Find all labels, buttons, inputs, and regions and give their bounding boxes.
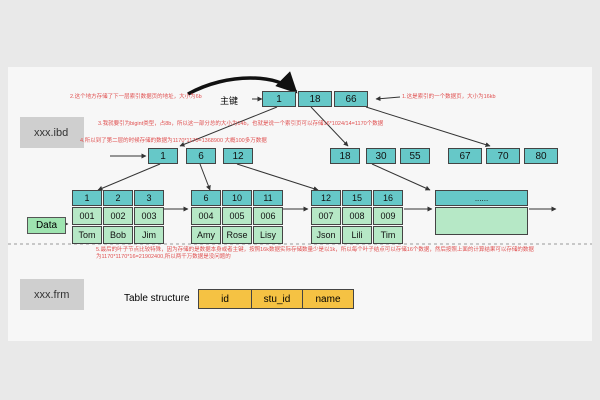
leaf-row-id: 007 bbox=[311, 207, 341, 225]
ibd-file-label: xxx.ibd bbox=[20, 117, 84, 148]
root-key: 18 bbox=[298, 91, 332, 107]
note-bigint-size: 3.我就要引为bigint类型，占8b，所以这一部分总的大小为14b，也就是说一… bbox=[98, 121, 384, 127]
level2-node: 18 30 55 bbox=[330, 148, 430, 164]
leaf-row-id: 005 bbox=[222, 207, 252, 225]
level2-key: 1 bbox=[148, 148, 178, 164]
level2-key: 18 bbox=[330, 148, 360, 164]
note-page-pointer: 2.这个地方存储了下一层索引数据页的地址，大小为6b bbox=[70, 94, 202, 100]
note-index-page: 1.这是索引的一个数据页，大小为16kb bbox=[402, 94, 496, 100]
level2-key: 6 bbox=[186, 148, 216, 164]
leaf-row-name: Tim bbox=[373, 226, 403, 244]
leaf-key: 10 bbox=[222, 190, 252, 206]
leaf-row-id: 003 bbox=[134, 207, 164, 225]
column-id: id bbox=[198, 289, 252, 309]
note-leaf-nodes: 5.最后的叶子节点比较特殊，因为存储的是数据本身或者主键，按照16k数据实际存储… bbox=[96, 247, 534, 260]
leaf-key: 15 bbox=[342, 190, 372, 206]
root-key: 1 bbox=[262, 91, 296, 107]
leaf-row-id: 004 bbox=[191, 207, 221, 225]
more-page-header: ...... bbox=[435, 190, 528, 206]
leaf-key: 3 bbox=[134, 190, 164, 206]
leaf-page: 6 10 11 004 005 006 Amy Rose Lisy bbox=[191, 190, 283, 244]
leaf-page: 1 2 3 001 002 003 Tom Bob Jim bbox=[72, 190, 164, 244]
note-second-level: 4.所以到了第二层的时候存储的数据为1170*1170=1368900 大概10… bbox=[80, 138, 267, 144]
leaf-row-id: 008 bbox=[342, 207, 372, 225]
root-key: 66 bbox=[334, 91, 368, 107]
leaf-row-id: 001 bbox=[72, 207, 102, 225]
leaf-row-name: Bob bbox=[103, 226, 133, 244]
leaf-row-name: Amy bbox=[191, 226, 221, 244]
level2-key: 80 bbox=[524, 148, 558, 164]
leaf-row-id: 006 bbox=[253, 207, 283, 225]
leaf-key: 11 bbox=[253, 190, 283, 206]
level2-key: 12 bbox=[223, 148, 253, 164]
leaf-page: 12 15 16 007 008 009 Json Lili Tim bbox=[311, 190, 403, 244]
leaf-row-name: Jim bbox=[134, 226, 164, 244]
table-structure-label: Table structure bbox=[124, 293, 190, 304]
leaf-row-name: Rose bbox=[222, 226, 252, 244]
leaf-row-id: 002 bbox=[103, 207, 133, 225]
leaf-row-id: 009 bbox=[373, 207, 403, 225]
level2-key: 67 bbox=[448, 148, 482, 164]
level2-node: 67 70 80 bbox=[448, 148, 558, 164]
column-stu-id: stu_id bbox=[251, 289, 303, 309]
data-label: Data bbox=[27, 217, 66, 234]
leaf-row-name: Lili bbox=[342, 226, 372, 244]
leaf-key: 12 bbox=[311, 190, 341, 206]
frm-file-label: xxx.frm bbox=[20, 279, 84, 310]
leaf-row-name: Json bbox=[311, 226, 341, 244]
leaf-key: 2 bbox=[103, 190, 133, 206]
root-index-node: 1 18 66 bbox=[262, 91, 372, 107]
leaf-row-name: Tom bbox=[72, 226, 102, 244]
leaf-key: 16 bbox=[373, 190, 403, 206]
level2-key: 30 bbox=[366, 148, 396, 164]
level2-key: 55 bbox=[400, 148, 430, 164]
leaf-key: 1 bbox=[72, 190, 102, 206]
leaf-page-more: ...... bbox=[435, 190, 528, 235]
level2-node: 1 6 12 bbox=[148, 148, 253, 164]
column-name: name bbox=[302, 289, 354, 309]
primary-key-label: 主键 bbox=[220, 96, 239, 106]
level2-key: 70 bbox=[486, 148, 520, 164]
leaf-key: 6 bbox=[191, 190, 221, 206]
more-page-body bbox=[435, 207, 528, 235]
leaf-row-name: Lisy bbox=[253, 226, 283, 244]
